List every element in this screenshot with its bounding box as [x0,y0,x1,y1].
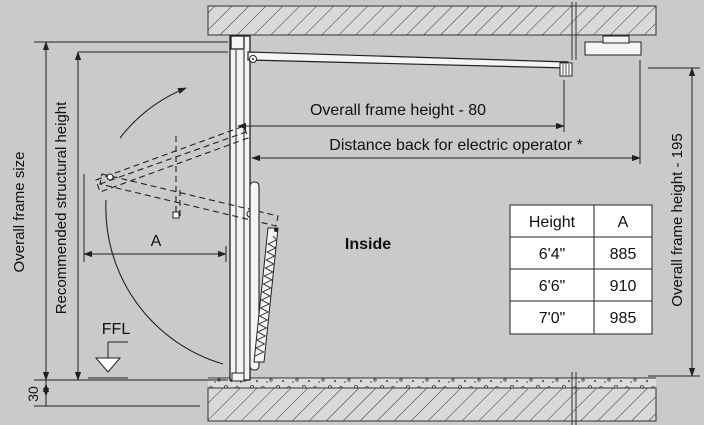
door-frame [229,35,251,382]
electric-operator-motor [584,35,642,56]
lifting-arm-and-spring [249,181,279,371]
table-header-height: Height [529,214,576,231]
label-overall-frame-height-195: Overall frame height - 195 [669,133,686,306]
overhead-track [247,51,573,77]
table-cell-a-3: 985 [610,310,637,327]
label-ffl: FFL [102,321,131,338]
label-distance-back: Distance back for electric operator * [329,137,582,154]
handle-open [172,211,180,219]
door-leaf-swing [99,136,279,227]
table-cell-a-2: 910 [610,278,637,295]
label-dimension-a: A [151,233,162,250]
dimension-lines-left [34,41,228,407]
swing-arc [105,87,224,365]
table-cell-a-1: 885 [610,246,637,263]
label-recommended-structural-height: Recommended structural height [53,101,70,314]
door-leaf-open [95,125,249,193]
table-cell-height-3: 7'0" [539,310,566,327]
ceiling [207,5,657,36]
label-overall-frame-height-80: Overall frame height - 80 [310,102,486,119]
ffl-marker [88,341,128,379]
label-inside: Inside [345,236,391,253]
height-table: Height A 6'4" 885 6'6" 910 7'0" 985 [509,204,653,335]
break-lines [571,2,577,425]
floor [207,377,657,422]
pivot-open [106,173,114,181]
dimension-lines-right [237,60,700,377]
table-cell-height-1: 6'4" [539,246,566,263]
table-cell-height-2: 6'6" [539,278,566,295]
table-header-a: A [618,214,629,231]
label-overall-frame-size: Overall frame size [11,152,28,273]
label-dimension-30: 30 [25,386,41,402]
